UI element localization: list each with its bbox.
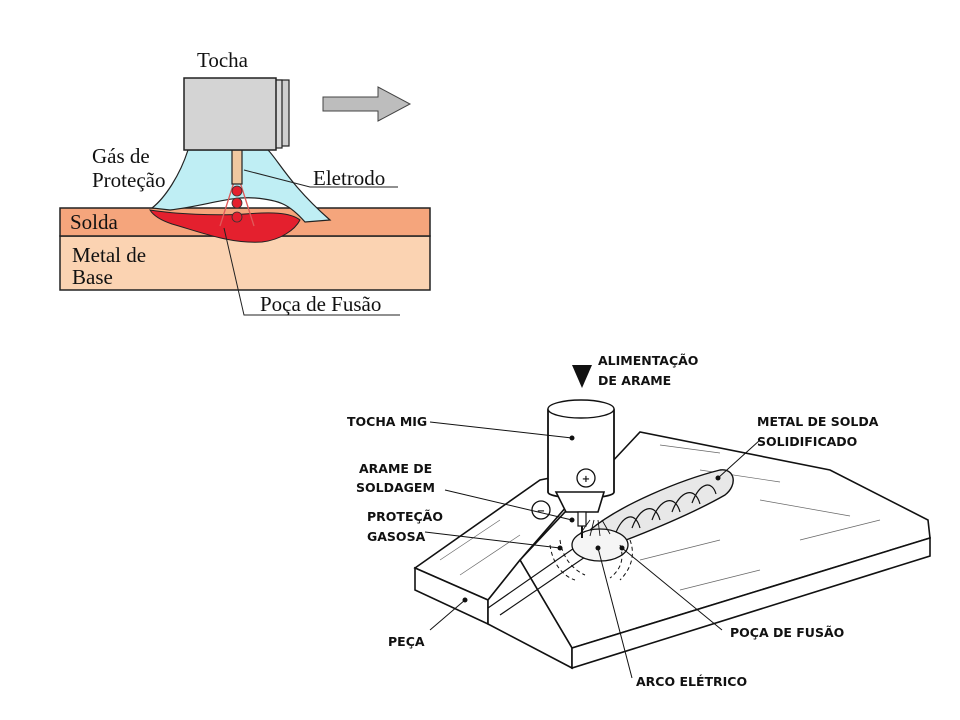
label-shielding-gas-line1: Gás de — [92, 144, 150, 168]
negative-symbol: − — [531, 500, 551, 520]
label-base-metal-line2: Base — [72, 265, 113, 289]
svg-text:+: + — [582, 474, 590, 485]
label-wire-feed-line2: DE ARAME — [598, 373, 671, 388]
weld-pool — [149, 209, 301, 243]
droplet — [231, 197, 243, 209]
svg-text:−: − — [537, 506, 545, 517]
bottom-mig-drawing: + − ALIMENTAÇÃO DE — [347, 353, 931, 689]
label-arc: ARCO ELÉTRICO — [636, 674, 747, 689]
label-wire-feed-line1: ALIMENTAÇÃO — [598, 353, 698, 368]
mig-torch — [547, 399, 615, 538]
label-workpiece: PEÇA — [388, 634, 425, 649]
top-leader-lines — [223, 169, 400, 316]
label-base-metal-line1: Metal de — [72, 243, 146, 267]
weld-pool-3d — [571, 528, 629, 562]
label-gas-shield-line1: PROTEÇÃO — [367, 509, 443, 524]
bottom-leader-lines — [424, 421, 761, 679]
positive-symbol: + — [576, 468, 596, 488]
weld-bead — [589, 469, 734, 549]
label-welding-wire-line1: ARAME DE — [359, 461, 432, 476]
base-metal — [59, 235, 431, 291]
droplet — [231, 211, 243, 223]
label-solid-weld-line2: SOLIDIFICADO — [757, 434, 857, 449]
droplet — [231, 185, 243, 197]
direction-arrow — [322, 86, 412, 122]
top-schematic: Tocha Gás de Proteção Eletrodo Solda Met… — [59, 48, 431, 316]
label-shielding-gas-line2: Proteção — [92, 168, 165, 192]
label-welding-wire-line2: SOLDAGEM — [356, 480, 435, 495]
leader-dots — [462, 435, 721, 603]
arc-lines — [219, 181, 255, 227]
label-electrode: Eletrodo — [313, 166, 385, 190]
label-gas-shield-line2: GASOSA — [367, 529, 426, 544]
workpiece-plate — [413, 431, 931, 670]
label-torch: Tocha — [197, 48, 249, 72]
label-weld: Solda — [70, 210, 119, 234]
label-mig-torch: TOCHA MIG — [347, 414, 427, 429]
label-solid-weld-line1: METAL DE SOLDA — [757, 414, 879, 429]
label-weld-pool-3d: POÇA DE FUSÃO — [730, 625, 844, 640]
electrode — [231, 149, 243, 185]
wire-feed-arrow — [572, 365, 592, 388]
torch — [183, 77, 290, 151]
label-weld-pool: Poça de Fusão — [260, 292, 381, 316]
